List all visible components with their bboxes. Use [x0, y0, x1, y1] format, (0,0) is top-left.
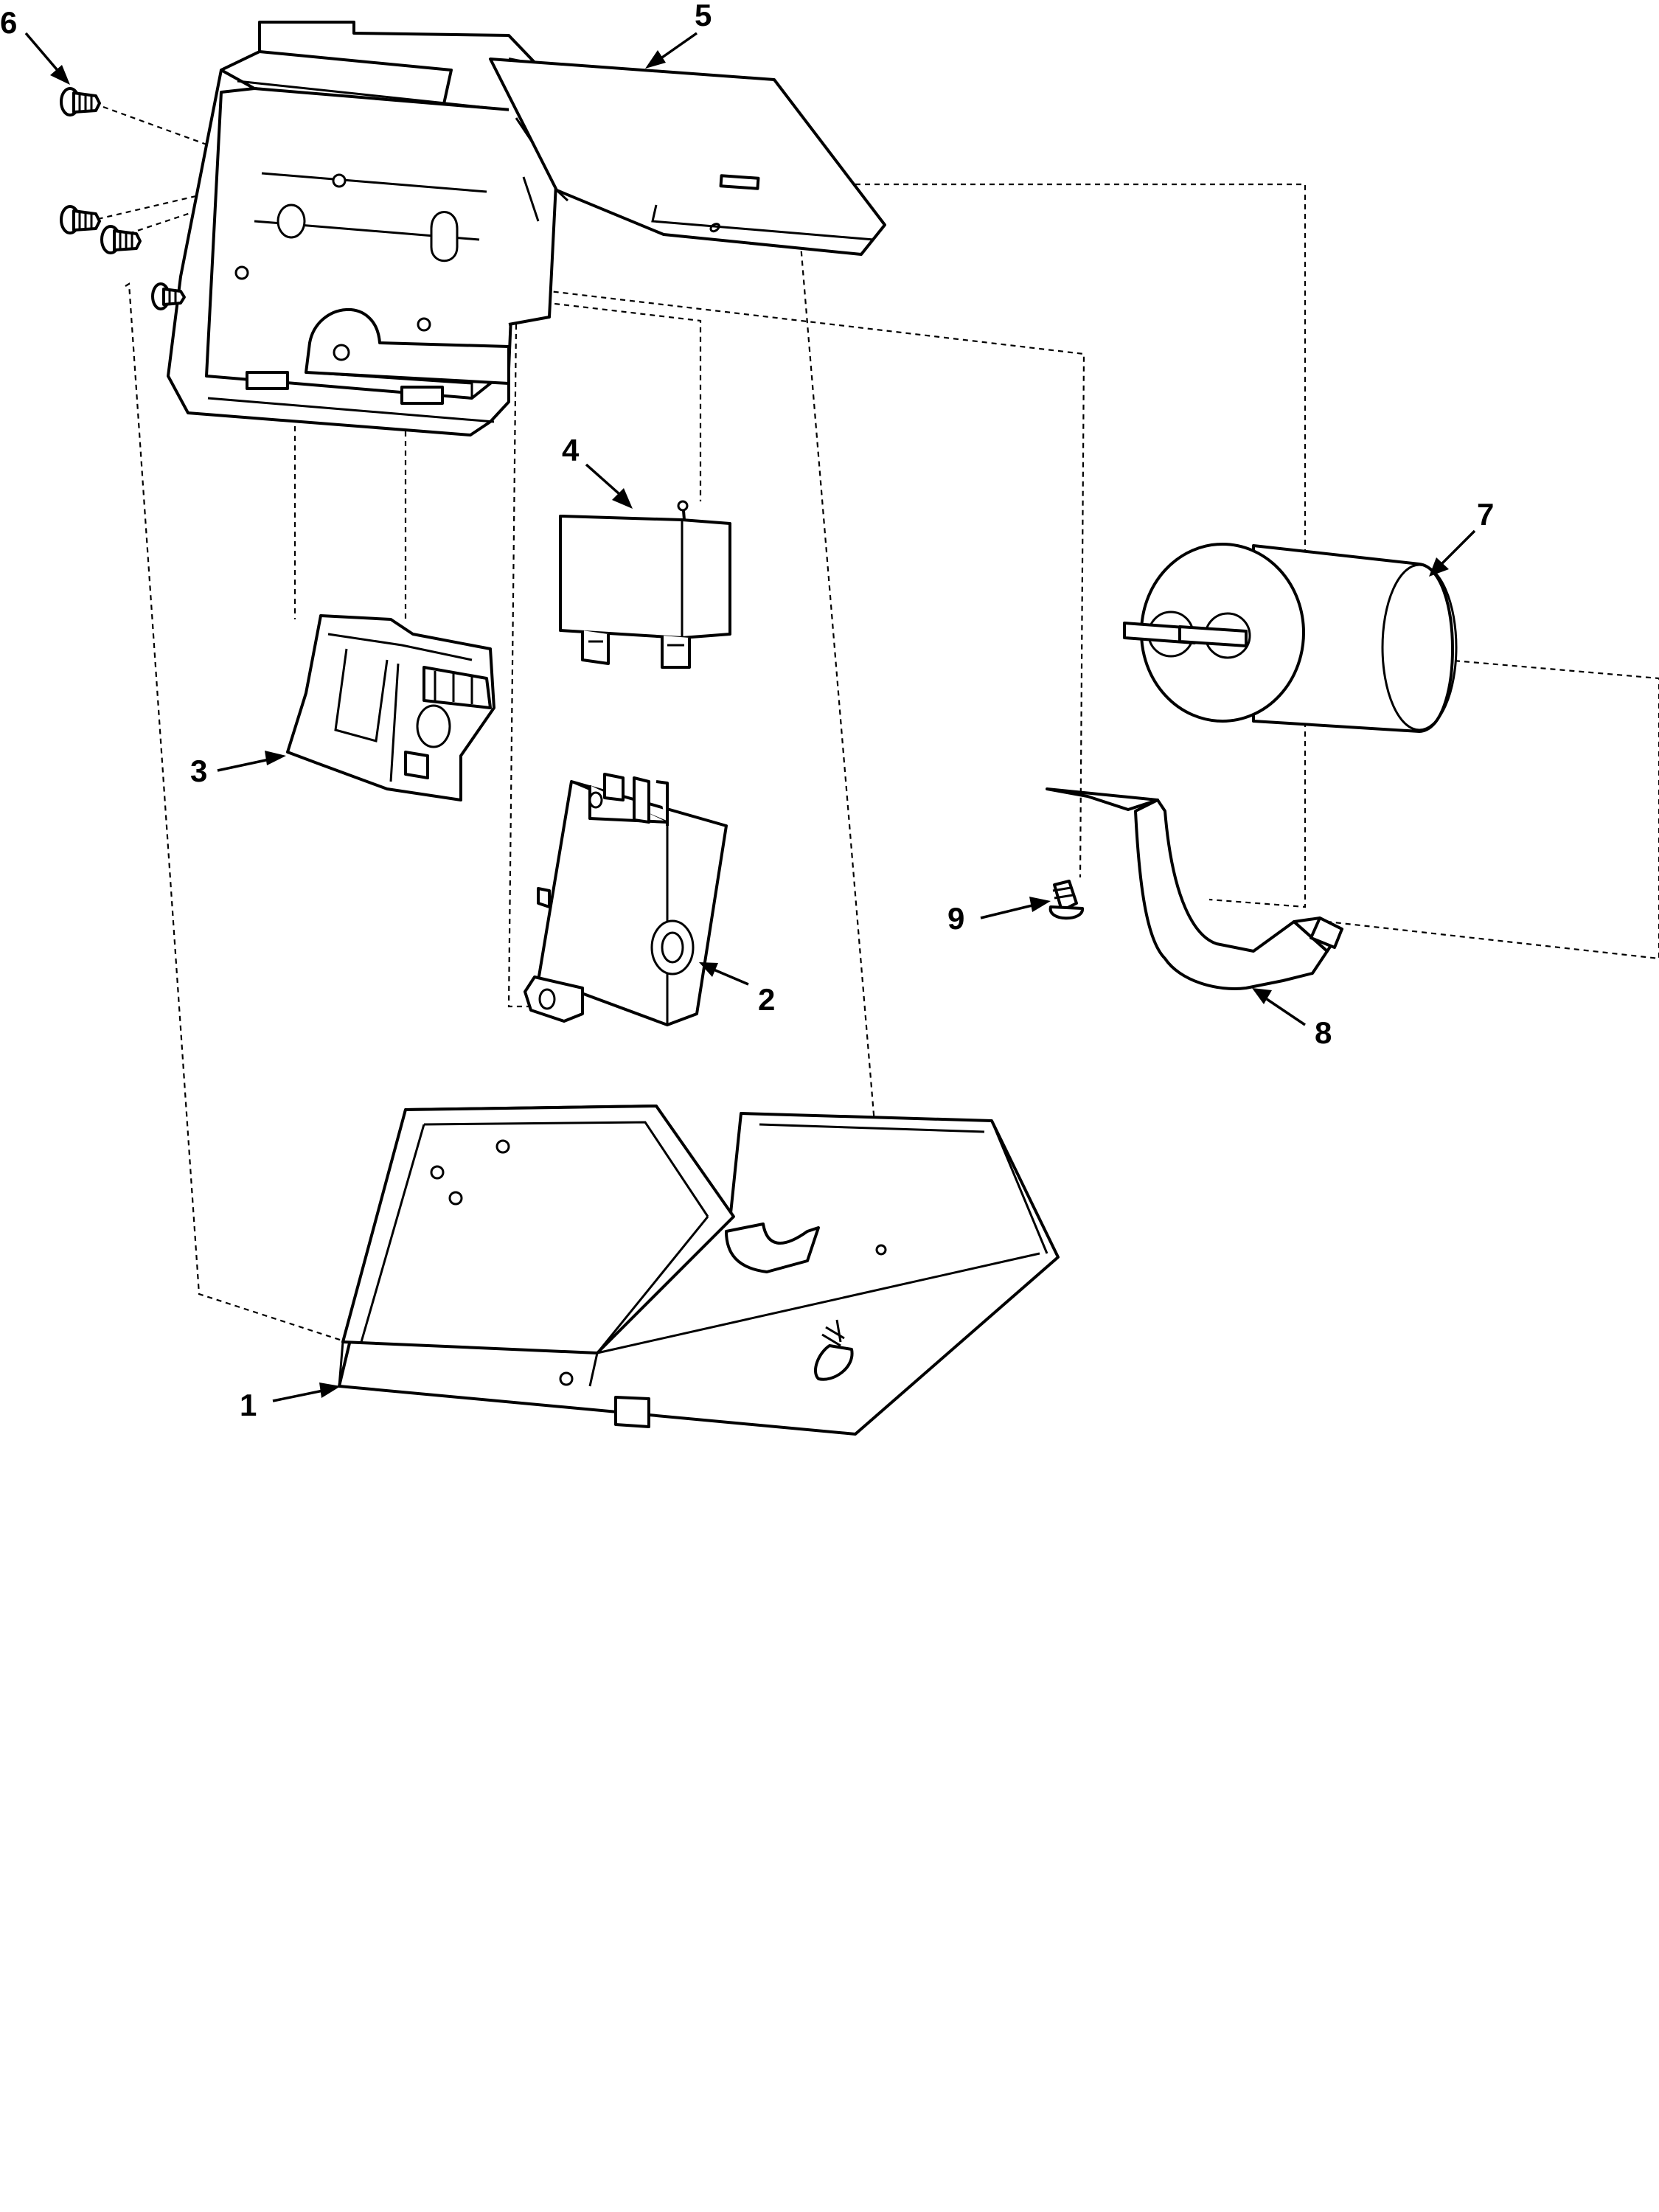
callout-4: 4 [562, 433, 580, 467]
part-6-screws [60, 87, 186, 310]
screw-icon [60, 87, 101, 116]
part-5-control-bracket [167, 21, 562, 437]
callout-8: 8 [1315, 1015, 1332, 1050]
callout-2: 2 [758, 982, 775, 1017]
part-7-capacitor [1123, 543, 1458, 733]
screw-icon [151, 282, 186, 310]
callout-3: 3 [190, 754, 207, 788]
part-8-capacitor-strap [1046, 787, 1343, 990]
callout-arrows [24, 32, 1476, 1402]
part-3-switch-module [286, 614, 495, 801]
part-2-starter-relay [524, 773, 728, 1026]
callout-1: 1 [240, 1388, 257, 1422]
callout-9: 9 [947, 901, 964, 936]
part-1-base-housing [338, 1105, 1060, 1436]
screw-icon [60, 205, 101, 234]
screw-icon [100, 225, 142, 254]
callout-7: 7 [1477, 497, 1494, 532]
part-5-hinged-cover [489, 58, 886, 256]
part-9-screw-icon [1048, 880, 1084, 920]
callout-6: 6 [0, 5, 17, 40]
callout-labels: 6 5 4 3 2 7 8 9 1 [0, 0, 1494, 1422]
part-4-relay [559, 500, 731, 669]
callout-5: 5 [695, 0, 712, 32]
